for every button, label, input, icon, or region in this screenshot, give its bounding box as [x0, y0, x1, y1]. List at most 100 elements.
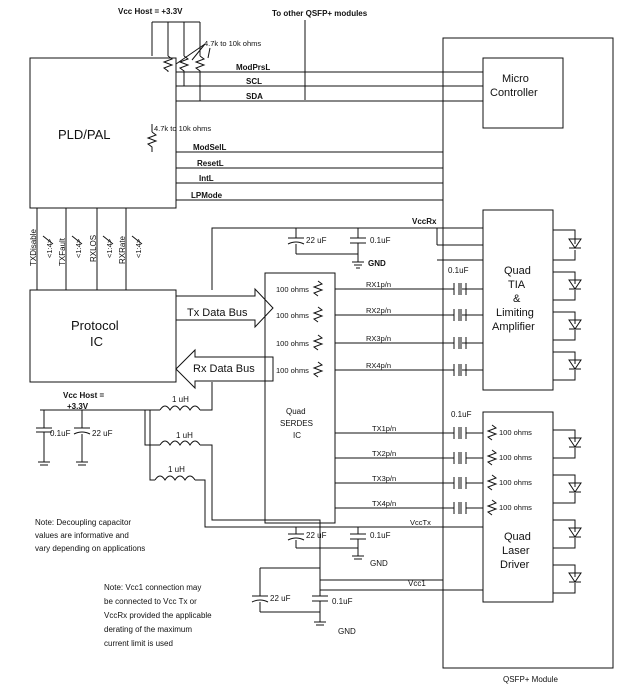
bus-label-1: <1:4>	[45, 238, 54, 258]
tx1-term-label: 100 ohms	[499, 428, 532, 437]
laser-label-1: Quad	[504, 531, 531, 543]
vcc-host-left-label-2: +3.3V	[67, 402, 89, 411]
serdes-label-3: IC	[293, 431, 301, 440]
decoupling-note-line-1: Note: Decoupling capacitor	[35, 518, 131, 527]
bus-label-3: <1:4>	[105, 238, 114, 258]
bus-label-4: <1:4>	[134, 238, 143, 258]
tx3-label: TX3p/n	[372, 474, 396, 483]
rxrate-label: RXRate	[118, 235, 127, 264]
vcc1-note-line-1: Note: Vcc1 connection may	[104, 583, 201, 592]
vcc1-label: Vcc1	[408, 579, 426, 588]
tia-cap-label: 0.1uF	[448, 266, 469, 275]
tx2-term-label: 100 ohms	[499, 453, 532, 462]
inductor-2-label: 1 uH	[176, 431, 193, 440]
protocol-label-1: Protocol	[71, 318, 119, 333]
intl-label: IntL	[199, 174, 214, 183]
rx2-term-label: 100 ohms	[276, 311, 309, 320]
laser-diodes	[553, 430, 581, 593]
qsfp-module-label: QSFP+ Module	[503, 675, 558, 684]
vcc-host-left-label-1: Vcc Host =	[63, 391, 104, 400]
tx-gnd-label: GND	[370, 559, 388, 568]
tia-label-5: Amplifier	[492, 321, 535, 333]
tx1-label: TX1p/n	[372, 424, 396, 433]
txfault-label: TXFault	[58, 237, 67, 266]
tx4-label: TX4p/n	[372, 499, 396, 508]
protocol-label-2: IC	[90, 334, 103, 349]
rx-bus-label: Rx Data Bus	[193, 363, 255, 375]
vcc1-gnd-label: GND	[338, 627, 356, 636]
inductor-3-label: 1 uH	[168, 465, 185, 474]
serdes-ic-block	[265, 273, 335, 523]
vcc1-01uf-label: 0.1uF	[332, 597, 353, 606]
lpmode-label: LPMode	[191, 191, 223, 200]
rx1-term-label: 100 ohms	[276, 285, 309, 294]
tx-22uf-label: 22 uF	[306, 531, 327, 540]
tia-label-4: Limiting	[496, 307, 534, 319]
power-filter-network	[36, 382, 483, 625]
host-22uf-label: 22 uF	[92, 429, 113, 438]
vcc1-note-line-4: derating of the maximum	[104, 625, 192, 634]
tx-lines	[335, 425, 496, 515]
pld-pal-label: PLD/PAL	[58, 127, 111, 142]
micro-label-1: Micro	[502, 73, 529, 85]
pld-pal-block	[30, 58, 176, 208]
laser-label-2: Laser	[502, 545, 530, 557]
rx-01uf-label: 0.1uF	[370, 236, 391, 245]
serdes-label-2: SERDES	[280, 419, 313, 428]
tia-label-3: &	[513, 293, 521, 305]
modsell-label: ModSelL	[193, 143, 226, 152]
tx-bus-arrow	[176, 289, 273, 327]
management-lines	[148, 72, 483, 200]
vcc1-note-line-3: VccRx provided the applicable	[104, 611, 212, 620]
laser-driver-block	[483, 412, 553, 602]
rx-22uf-label: 22 uF	[306, 236, 327, 245]
decoupling-note-line-2: values are informative and	[35, 531, 129, 540]
bus-label-2: <1:4>	[74, 238, 83, 258]
vccrx-rail	[212, 228, 483, 290]
txdisable-label: TXDisable	[29, 229, 38, 266]
rxlos-label: RXLOS	[89, 235, 98, 262]
pullup-label-mid: 4.7k to 10k ohms	[154, 124, 211, 133]
top-pullup-network	[152, 20, 305, 101]
vcc1-22uf-label: 22 uF	[270, 594, 291, 603]
laser-cap-label: 0.1uF	[451, 410, 472, 419]
rx-gnd-label: GND	[368, 259, 386, 268]
rx4-term-label: 100 ohms	[276, 366, 309, 375]
rx-lines	[314, 281, 483, 377]
tx4-term-label: 100 ohms	[499, 503, 532, 512]
vccrx-label: VccRx	[412, 217, 437, 226]
micro-controller-block	[483, 58, 563, 128]
rx-bus-arrow	[176, 350, 273, 388]
inductor-1-label: 1 uH	[172, 395, 189, 404]
sda-label: SDA	[246, 92, 263, 101]
laser-label-3: Driver	[500, 559, 530, 571]
tia-label-2: TIA	[508, 279, 526, 291]
rx2-label: RX2p/n	[366, 306, 391, 315]
host-01uf-label: 0.1uF	[50, 429, 71, 438]
vcctx-label: VccTx	[410, 518, 431, 527]
rx3-term-label: 100 ohms	[276, 339, 309, 348]
vcc1-note-line-5: current limit is used	[104, 639, 173, 648]
vcc-host-top-label: Vcc Host = +3.3V	[118, 7, 183, 16]
modprsl-label: ModPrsL	[236, 63, 270, 72]
rx1-label: RX1p/n	[366, 280, 391, 289]
tx3-term-label: 100 ohms	[499, 478, 532, 487]
resetl-label: ResetL	[197, 159, 224, 168]
serdes-label-1: Quad	[286, 407, 306, 416]
micro-label-2: Controller	[490, 87, 538, 99]
photodiodes	[553, 230, 581, 380]
rx3-label: RX3p/n	[366, 334, 391, 343]
vcc1-note-line-2: be connected to Vcc Tx or	[104, 597, 197, 606]
rx4-label: RX4p/n	[366, 361, 391, 370]
pullup-label-top: 4.7k to 10k ohms	[204, 39, 261, 48]
other-modules-label: To other QSFP+ modules	[272, 9, 368, 18]
tia-label-1: Quad	[504, 265, 531, 277]
scl-label: SCL	[246, 77, 262, 86]
protocol-ic-block	[30, 290, 176, 382]
qsfp-module-outline	[443, 38, 613, 668]
tx-01uf-label: 0.1uF	[370, 531, 391, 540]
control-bus-lines	[37, 208, 142, 290]
decoupling-note-line-3: vary depending on applications	[35, 544, 145, 553]
tx-bus-label: Tx Data Bus	[187, 307, 248, 319]
